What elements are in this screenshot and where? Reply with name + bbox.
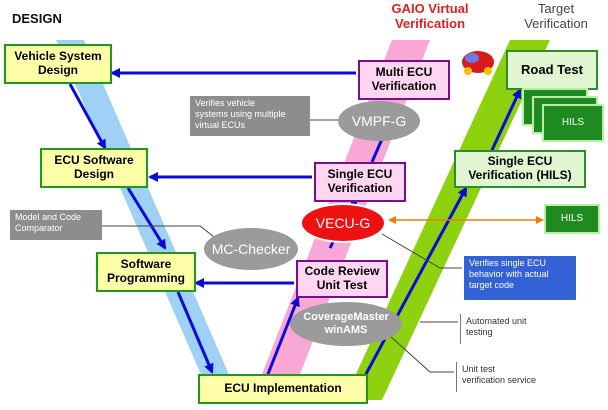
software-programming-box: Software Programming bbox=[96, 252, 196, 292]
heading-gaio: GAIO Virtual Verification bbox=[391, 1, 469, 31]
flow-arrow-4 bbox=[266, 296, 300, 375]
multi-ecu-verification-box: Multi ECU Verification bbox=[358, 60, 450, 100]
road-test-box: Road Test bbox=[506, 50, 598, 90]
mc-connector bbox=[102, 225, 219, 241]
coveragemaster-ellipse: CoverageMaster winAMS bbox=[290, 302, 402, 346]
service-connector bbox=[389, 335, 454, 373]
heading-design: DESIGN bbox=[12, 11, 62, 26]
vmpf-note: Verifies vehicle systems using multiple … bbox=[190, 96, 310, 136]
vecu-connector bbox=[381, 233, 462, 269]
automated-unit-testing-note: Automated unit testing bbox=[460, 314, 560, 344]
ecu-implementation-box: ECU Implementation bbox=[198, 374, 368, 404]
flow-arrow-2 bbox=[126, 187, 167, 250]
vecu-note: Verifies single ECU behavior with actual… bbox=[464, 256, 576, 300]
single-ecu-verification-box: Single ECU Verification bbox=[314, 162, 406, 202]
hils-single-box: HILS bbox=[544, 204, 600, 234]
heading-target: Target Verification bbox=[524, 1, 588, 31]
single-ecu-hils-box: Single ECU Verification (HILS) bbox=[454, 150, 586, 188]
mc-checker-ellipse: MC-Checker bbox=[204, 228, 298, 270]
unit-test-service-note: Unit test verification service bbox=[456, 362, 576, 392]
mc-checker-note: Model and Code Comparator bbox=[10, 210, 102, 240]
flow-arrow-3 bbox=[176, 291, 214, 374]
flow-arrow-1 bbox=[68, 83, 107, 150]
code-review-unit-test-box: Code Review Unit Test bbox=[296, 260, 388, 298]
vecu-g-ellipse: VECU-G bbox=[300, 203, 386, 243]
flow-arrow-8 bbox=[490, 88, 522, 151]
car-icon bbox=[462, 51, 494, 75]
vmpf-g-ellipse: VMPF-G bbox=[338, 101, 420, 141]
ecu-software-design-box: ECU Software Design bbox=[40, 148, 148, 188]
vehicle-system-design-box: Vehicle System Design bbox=[4, 44, 112, 84]
hils-stack-front: HILS bbox=[542, 104, 604, 142]
